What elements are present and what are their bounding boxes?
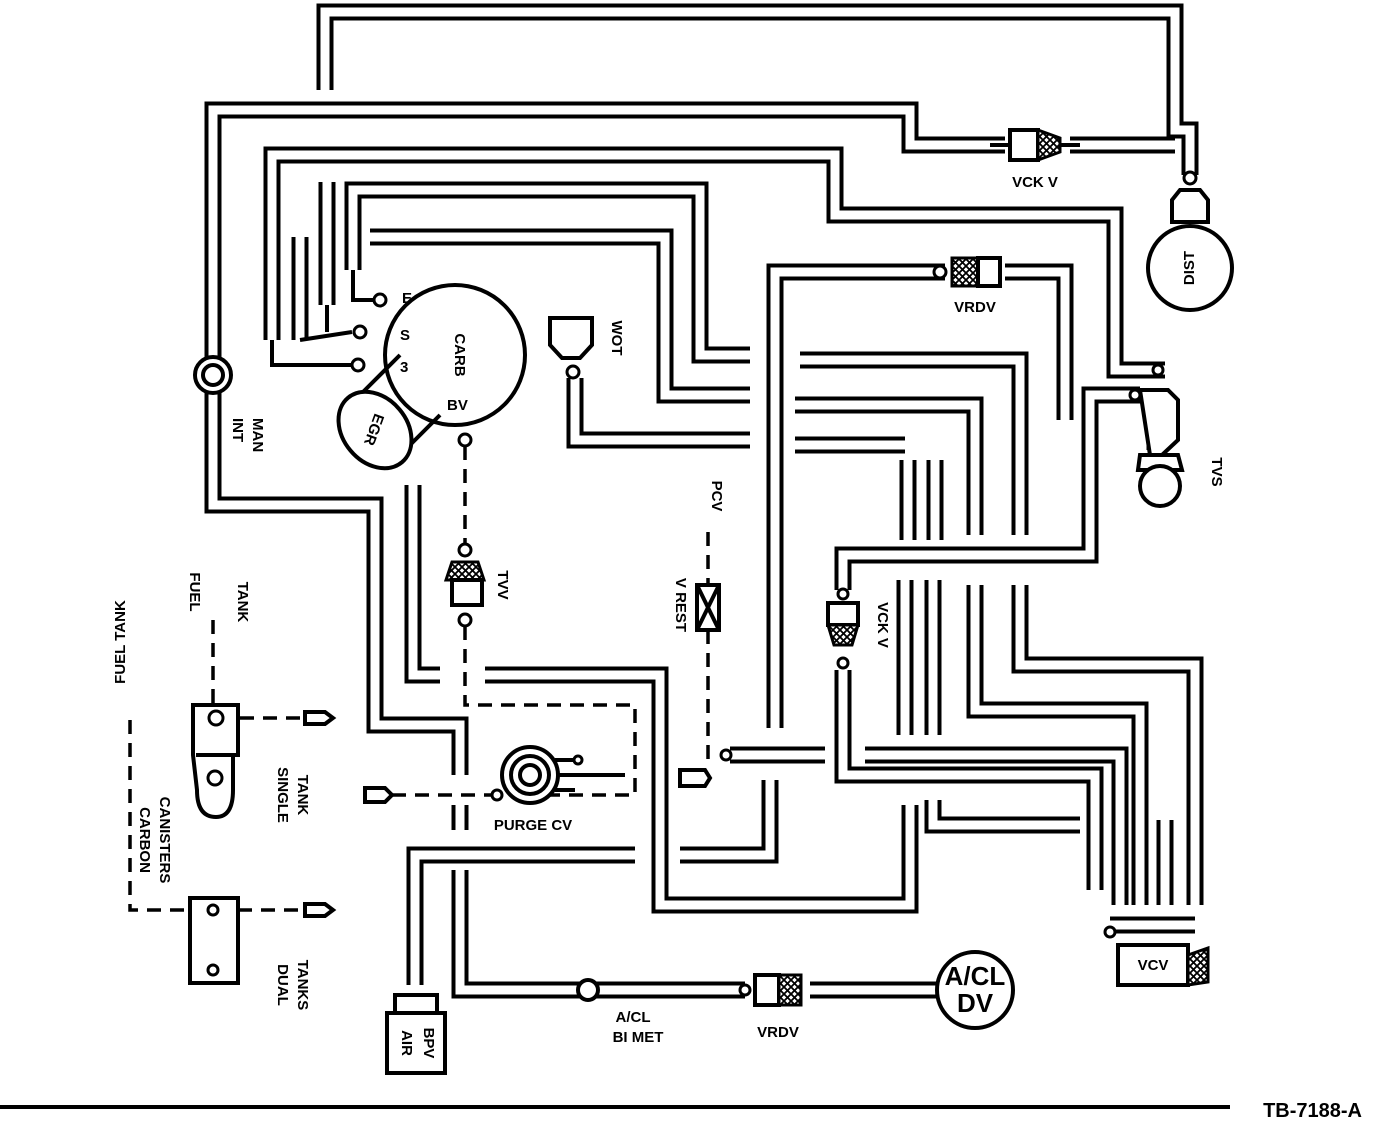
- acl-delay-valve: A/CL DV: [935, 950, 1015, 1030]
- hose-vcv-branch-1-core: [865, 750, 1125, 905]
- acl-bimetal-sensor: A/CL BI MET: [576, 978, 664, 1046]
- tvv-valve: TVV: [443, 446, 511, 628]
- vck-v-mid-label: VCK V: [874, 602, 891, 648]
- figure-reference: TB-7188-A: [1263, 1100, 1362, 1122]
- hose-vrdv-top-left-core: [770, 267, 945, 728]
- hose-vck-mid-feed-core: [838, 390, 1140, 590]
- hose-mid-2-core: [795, 400, 980, 535]
- egr-valve: EGR: [336, 353, 442, 471]
- fuel-tank-side-label: FUEL TANK: [112, 600, 129, 684]
- port-e-label: E: [402, 290, 412, 307]
- hose-acl-bimet: [451, 870, 745, 999]
- vck-valve-middle: VCK V: [825, 587, 891, 670]
- carbon-canisters-label-2: CANISTERS: [156, 797, 173, 884]
- air-bpv-label-2: BPV: [420, 1028, 437, 1059]
- hose-egr-down-core: [408, 485, 440, 680]
- hose-int-man-lower-core: [208, 388, 465, 775]
- hose-vrdv-top-right-core: [1005, 267, 1070, 420]
- air-bpv-label-1: AIR: [398, 1030, 415, 1056]
- hose-wot-out-core: [570, 378, 750, 445]
- intake-manifold-fitting: INT MAN: [193, 355, 266, 452]
- carb-port-bv-fitting: [457, 432, 473, 448]
- carb-label: CARB: [451, 333, 468, 376]
- hose-mid-1-core: [800, 355, 1025, 535]
- hose-vrdv-top-left: [766, 263, 945, 728]
- int-man-label-1: INT: [229, 418, 246, 442]
- carburetor: CARB E S 3 BV: [383, 283, 527, 427]
- carb-port-e-fitting: [372, 292, 388, 308]
- hose-carb-wot-core: [370, 232, 750, 400]
- hose-vck-mid-down-core: [838, 670, 1100, 890]
- vcv-label: VCV: [1138, 957, 1169, 974]
- hose-vcv-branch-6-core: [928, 800, 1080, 830]
- carbon-canisters-label-1: CARBON: [136, 807, 153, 873]
- tvv-label: TVV: [494, 570, 511, 599]
- fuel-tank-label-2: TANK: [234, 582, 251, 623]
- dual-tanks-label-2: TANKS: [294, 960, 311, 1011]
- carb-port-lines: [270, 270, 374, 367]
- port-s-label: S: [400, 327, 410, 344]
- hose-mid-2: [795, 396, 984, 535]
- dual-tanks-label-1: DUAL: [274, 964, 291, 1006]
- acl-bimet-label-2: BI MET: [613, 1029, 664, 1046]
- hose-acl-bimet-core: [455, 870, 745, 995]
- carb-port-s-fitting: [352, 324, 368, 340]
- dist-label: DIST: [1181, 251, 1198, 285]
- tvs-label: TVS: [1208, 457, 1225, 486]
- int-man-label-2: MAN: [249, 418, 266, 452]
- air-bypass-valve: AIR BPV: [385, 993, 447, 1075]
- carbon-canister-single: [191, 703, 240, 820]
- purge-check-valve: PURGE CV: [363, 626, 637, 834]
- hose-carb-to-dist-core: [267, 150, 1165, 375]
- purge-cv-label: PURGE CV: [494, 817, 572, 834]
- hose-vcv-branch-2-core: [970, 585, 1145, 905]
- hose-vck-mid-feed: [834, 386, 1140, 590]
- wot-label: WOT: [608, 321, 625, 356]
- wot-valve: WOT: [548, 316, 625, 380]
- port-3-label: 3: [400, 359, 408, 376]
- vck-v-top-label: VCK V: [1012, 174, 1058, 191]
- vcv-valve: VCV: [1103, 925, 1210, 987]
- carbon-canister-dual: [188, 896, 240, 985]
- vacuum-hoses: [204, 3, 1204, 999]
- hose-intake-manifold-main-core: [208, 105, 1005, 362]
- v-rest-label: V REST: [672, 578, 689, 632]
- hose-purge-loop-core: [485, 670, 915, 910]
- carb-port-3-fitting: [350, 357, 366, 373]
- fuel-tank-lines: FUEL TANK FUEL TANK: [112, 572, 337, 918]
- single-tank-label-2: TANK: [294, 775, 311, 816]
- hose-carb-top-core: [348, 185, 750, 360]
- vrdv-top: VRDV: [932, 256, 1002, 316]
- pcv-restrictor: PCV V REST: [672, 481, 733, 788]
- acl-dv-label-2: DV: [957, 988, 994, 1018]
- hose-dist-top-loop-core: [320, 7, 1195, 175]
- hose-lower-mid: [680, 780, 779, 864]
- vck-valve-top: VCK V: [990, 127, 1080, 191]
- pcv-label: PCV: [708, 481, 725, 512]
- vrdv-top-label: VRDV: [954, 299, 996, 316]
- port-bv-label: BV: [447, 397, 468, 414]
- distributor: DIST: [1146, 170, 1234, 312]
- hose-lower-mid-core: [680, 780, 775, 860]
- vrdv-bottom-label: VRDV: [757, 1024, 799, 1041]
- vrdv-bottom: VRDV: [738, 973, 803, 1041]
- fuel-tank-label-1: FUEL: [186, 572, 203, 611]
- tvs-switch: TVS: [1128, 363, 1225, 508]
- acl-bimet-label-1: A/CL: [616, 1009, 651, 1026]
- single-tank-label-1: SINGLE: [274, 767, 291, 823]
- hose-air-bpv-up-core: [410, 850, 635, 985]
- hose-air-bpv-up: [406, 846, 635, 985]
- acl-dv-label-1: A/CL: [945, 961, 1006, 991]
- hose-vcv-branch-3-core: [1015, 585, 1200, 905]
